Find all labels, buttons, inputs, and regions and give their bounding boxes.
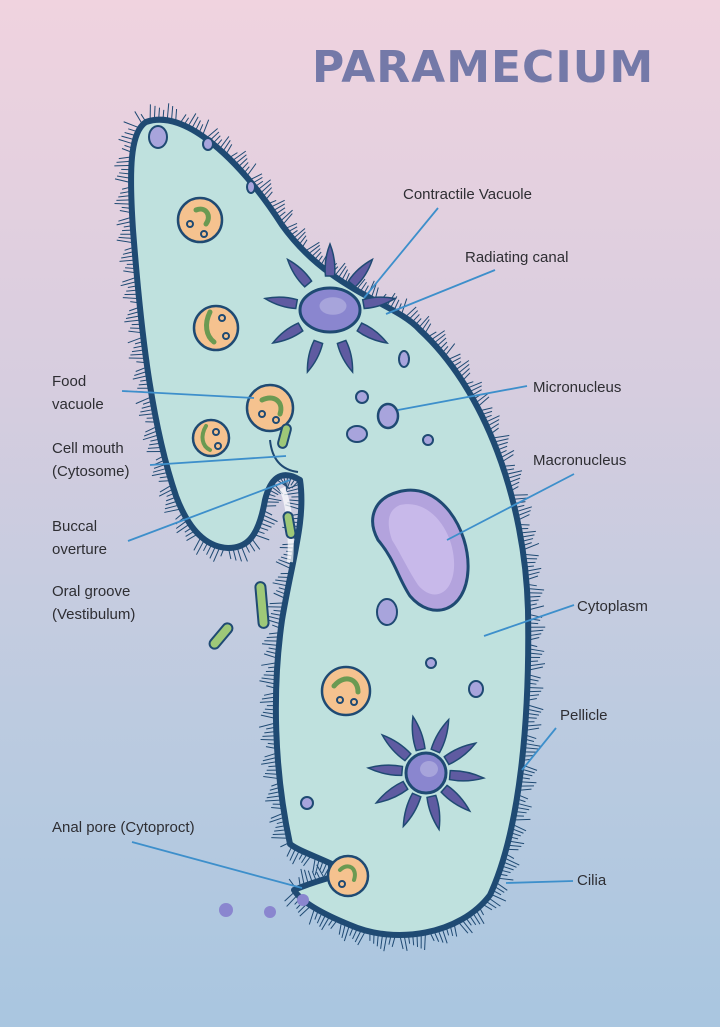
radiating-canal bbox=[402, 792, 422, 829]
food-vacuole bbox=[320, 665, 372, 717]
food-vacuole bbox=[192, 304, 240, 352]
label-oral-groove-line2: (Vestibulum) bbox=[52, 606, 136, 623]
vacuole-highlight bbox=[319, 297, 347, 315]
granule bbox=[346, 425, 368, 443]
bacteria bbox=[208, 423, 297, 650]
oral-groove bbox=[269, 439, 299, 473]
leader-macronucleus bbox=[446, 473, 575, 541]
radiating-canal bbox=[426, 794, 441, 832]
contractile-vacuole bbox=[298, 286, 362, 334]
granule bbox=[202, 137, 214, 151]
radiating-canal bbox=[306, 339, 324, 374]
label-pellicle: Pellicle bbox=[560, 707, 608, 724]
radiating-canal bbox=[443, 742, 478, 766]
food-vacuole-exiting bbox=[326, 854, 370, 898]
leader-buccal-overture bbox=[127, 479, 291, 542]
label-oral-groove-line1: Oral groove bbox=[52, 583, 131, 600]
leader-food-vacuole bbox=[121, 390, 255, 399]
granule bbox=[425, 657, 437, 669]
macronucleus-highlight bbox=[388, 504, 455, 595]
radiating-canal bbox=[271, 322, 304, 345]
waste-particle bbox=[219, 903, 233, 917]
granule bbox=[355, 390, 369, 404]
radiating-canal bbox=[361, 296, 398, 310]
cytoplasm-granules bbox=[148, 125, 484, 810]
food-vacuole bbox=[176, 196, 224, 244]
leader-pellicle bbox=[521, 727, 557, 771]
contractile-vacuole-upper bbox=[262, 241, 398, 374]
label-food-vacuole-line2: vacuole bbox=[52, 396, 104, 413]
contractile-vacuole bbox=[404, 751, 448, 795]
radiating-canal bbox=[411, 714, 426, 752]
label-anal-pore: Anal pore (Cytoproct) bbox=[52, 819, 195, 836]
bacterium bbox=[208, 622, 234, 650]
granule bbox=[148, 125, 168, 149]
radiating-canal bbox=[347, 257, 374, 288]
bacterium bbox=[254, 581, 270, 629]
diagram-title: PARAMECIUM bbox=[312, 42, 655, 93]
leader-contractile-vacuole bbox=[363, 207, 439, 299]
leader-cilia bbox=[505, 880, 574, 884]
label-cell-mouth-line1: Cell mouth bbox=[52, 440, 124, 457]
expelled-waste bbox=[219, 894, 309, 918]
leader-cytoplasm bbox=[483, 604, 575, 637]
label-macronucleus: Macronucleus bbox=[533, 452, 627, 469]
food-vacuoles bbox=[176, 196, 372, 898]
bacterium bbox=[282, 511, 297, 539]
granule bbox=[398, 350, 410, 368]
radiating-canal bbox=[324, 241, 336, 277]
label-radiating-canal: Radiating canal bbox=[465, 249, 569, 266]
label-micronucleus: Micronucleus bbox=[533, 379, 622, 396]
granule bbox=[246, 180, 256, 194]
label-cytoplasm: Cytoplasm bbox=[577, 598, 648, 615]
leader-radiating-canal bbox=[385, 269, 496, 315]
micronucleus bbox=[376, 402, 400, 430]
radiating-canal bbox=[448, 769, 486, 782]
granule bbox=[468, 680, 484, 698]
granule bbox=[376, 598, 398, 626]
label-cell-mouth-line2: (Cytosome) bbox=[52, 463, 130, 480]
bacterium bbox=[277, 423, 292, 449]
leader-micronucleus bbox=[397, 385, 528, 411]
radiating-canal bbox=[366, 764, 404, 777]
label-buccal-line1: Buccal bbox=[52, 518, 98, 535]
leader-lines bbox=[121, 207, 575, 889]
radiating-canal bbox=[286, 257, 313, 288]
waste-particle bbox=[297, 894, 309, 906]
cell-body-pellicle bbox=[131, 120, 528, 935]
radiating-canal bbox=[336, 339, 354, 374]
leader-cell-mouth bbox=[149, 455, 287, 466]
radiating-canal bbox=[430, 717, 450, 754]
food-vacuole bbox=[245, 383, 295, 433]
vacuole-highlight bbox=[420, 761, 438, 777]
granule bbox=[300, 796, 314, 810]
leader-anal-pore bbox=[131, 841, 303, 889]
radiating-canal bbox=[356, 322, 389, 345]
radiating-canal bbox=[374, 780, 409, 804]
waste-particle bbox=[264, 906, 276, 918]
food-vacuole bbox=[191, 418, 231, 458]
contractile-vacuole-lower bbox=[366, 714, 486, 832]
label-food-vacuole-line1: Food bbox=[52, 373, 87, 390]
label-buccal-line2: overture bbox=[52, 541, 108, 558]
granule bbox=[422, 434, 434, 446]
label-contractile-vacuole: Contractile Vacuole bbox=[403, 186, 532, 203]
radiating-canal bbox=[440, 784, 472, 813]
radiating-canal bbox=[262, 296, 299, 310]
label-cilia: Cilia bbox=[577, 872, 607, 889]
radiating-canal bbox=[380, 733, 412, 762]
